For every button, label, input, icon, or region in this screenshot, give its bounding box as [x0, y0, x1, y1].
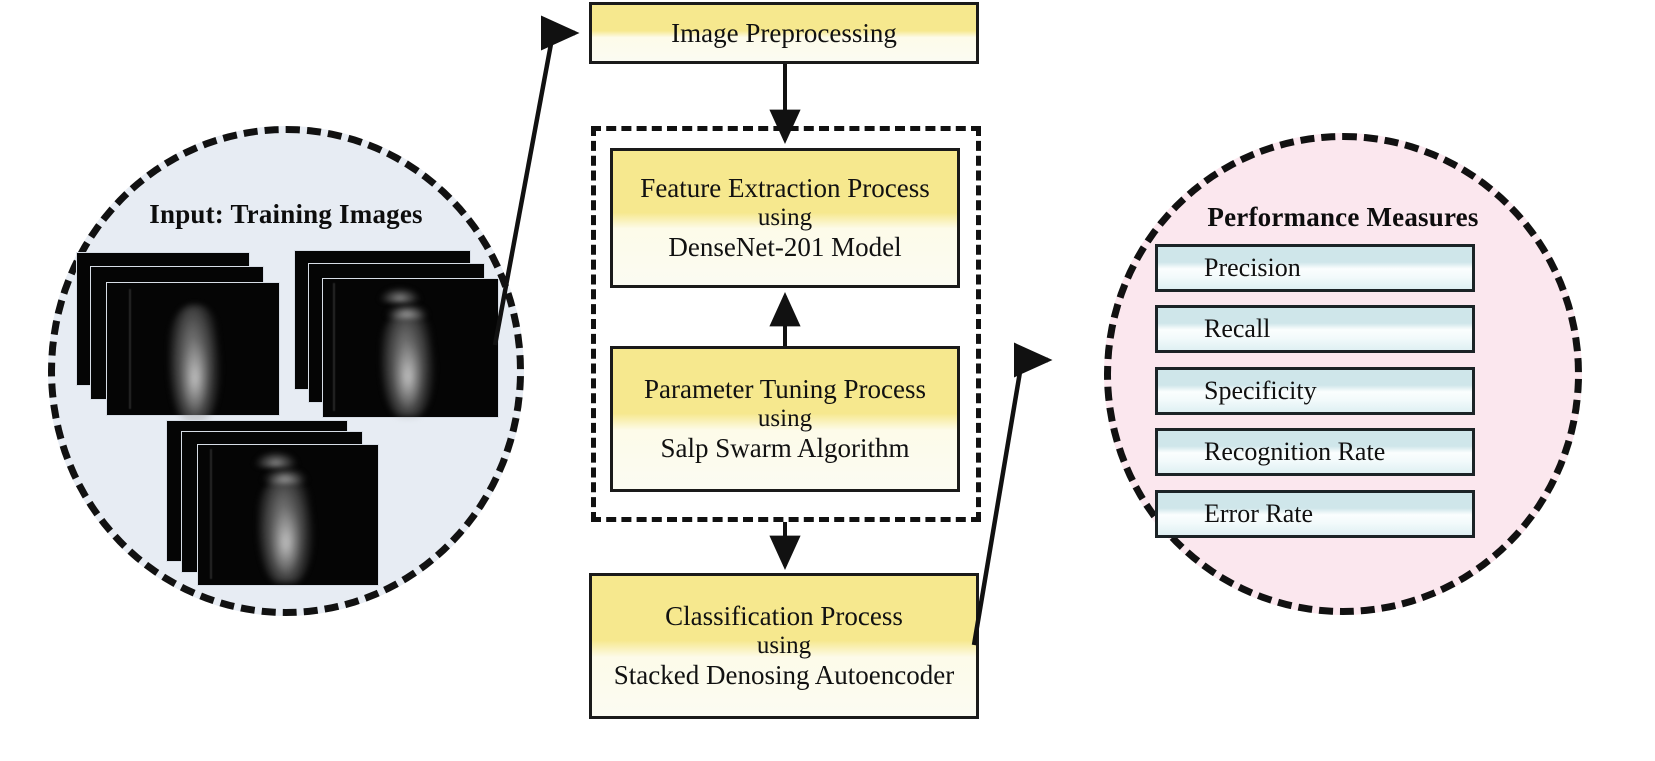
process-line-2: using — [757, 404, 813, 432]
process-line-2: using — [757, 203, 813, 231]
measure-label: Recall — [1204, 314, 1271, 343]
process-box-parameter-tuning[interactable]: Parameter Tuning Process using Salp Swar… — [610, 346, 960, 492]
output-circle: Performance Measures Precision Recall Sp… — [1104, 133, 1582, 615]
process-line-3: Stacked Denosing Autoencoder — [613, 660, 955, 691]
measure-box-precision[interactable]: Precision — [1155, 244, 1475, 292]
measure-box-recall[interactable]: Recall — [1155, 305, 1475, 353]
process-line-1: Image Preprocessing — [671, 17, 897, 48]
training-image-stack-2 — [295, 251, 505, 446]
measure-label: Precision — [1204, 253, 1301, 282]
process-line-1: Parameter Tuning Process — [644, 373, 926, 404]
training-image-stack-1 — [77, 253, 282, 443]
measure-box-specificity[interactable]: Specificity — [1155, 367, 1475, 415]
process-line-1: Feature Extraction Process — [640, 172, 930, 203]
measure-label: Specificity — [1204, 376, 1317, 405]
process-line-3: Salp Swarm Algorithm — [660, 433, 910, 464]
process-line-1: Classification Process — [665, 600, 903, 631]
input-circle-title: Input: Training Images — [149, 199, 423, 229]
process-box-classification[interactable]: Classification Process using Stacked Den… — [589, 573, 979, 719]
measure-box-recognition-rate[interactable]: Recognition Rate — [1155, 428, 1475, 476]
training-image-stack-3 — [167, 421, 382, 601]
process-line-2: using — [756, 631, 812, 659]
input-circle: Input: Training Images — [48, 126, 524, 616]
image-sheet — [323, 279, 498, 417]
image-sheet — [107, 283, 279, 423]
measure-box-error-rate[interactable]: Error Rate — [1155, 490, 1475, 538]
process-line-3: DenseNet-201 Model — [668, 232, 902, 263]
measure-label: Recognition Rate — [1204, 437, 1386, 466]
measure-label: Error Rate — [1204, 499, 1314, 528]
process-box-feature-extraction[interactable]: Feature Extraction Process using DenseNe… — [610, 148, 960, 288]
output-circle-title: Performance Measures — [1207, 202, 1479, 232]
image-sheet — [198, 445, 378, 585]
process-box-image-preprocessing[interactable]: Image Preprocessing — [589, 2, 979, 64]
arrow-classification-to-output — [971, 342, 1053, 646]
